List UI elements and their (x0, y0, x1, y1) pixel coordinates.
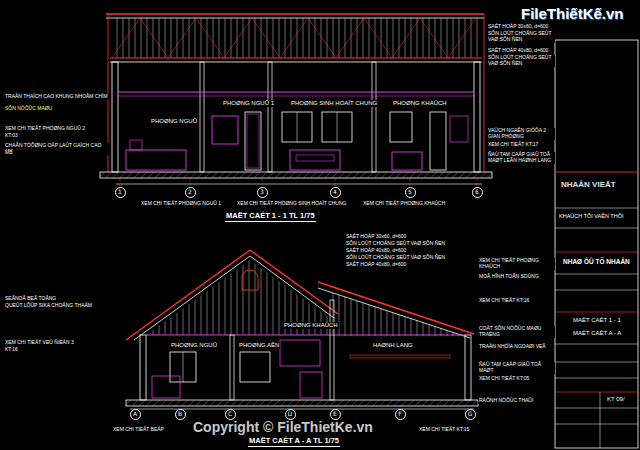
note-text: ÑAÙ TAM CAÁP GIAÛ TOÂ MAØT (478, 362, 555, 374)
title-block-text: MAËT CAÉT 1 - 1 (572, 317, 622, 324)
note-text: TRAÀN NHÖÏA NGOAØI VEÂ (478, 344, 547, 350)
title-block-text: KHAÙCH TÔI VAÊN THÔI (558, 213, 624, 219)
title-block-text: NHAØ ÔÛ TÖ NHAÂN (562, 258, 631, 265)
axis-bubble: 5 (405, 187, 416, 198)
axis-label: C (228, 411, 232, 417)
note-text: VAÙCH NGAÊN GIÖÕA 2 GIAN PHOØNG (487, 128, 555, 140)
axis-bubble: A (130, 409, 141, 420)
title-block-text: KT 09/ (606, 396, 626, 403)
note-text: SAÉT HOÄP 40x80, d=600 (487, 48, 549, 54)
room-label: PHOØNG NGUÛ (170, 342, 218, 349)
note-text: MB (4, 150, 14, 156)
axis-bubble: 6 (472, 187, 483, 198)
axis-bubble: B (175, 409, 186, 420)
axis-label: F (398, 411, 401, 417)
note-text: XEM CHI TIEÁT KT:17 (487, 142, 539, 148)
axis-label: 1 (118, 189, 122, 195)
note-text: SAÉT HOÄP 40x80, d=600 (345, 262, 407, 268)
note-text: XEM CHI TIEÁT PHOØNG NGUÛ 2 (4, 126, 86, 132)
axis-label: 6 (475, 189, 479, 195)
note-text: RAÕNH NÖÔÙC THAÛI (478, 398, 534, 404)
room-label: PHOØNG SINH HOAÏT CHUNG (290, 100, 378, 107)
note-text: SÔN LOÙT CHOÁNG SEÙT VAØ SÔN ÑEN (487, 55, 555, 67)
axis-label: D (288, 411, 293, 417)
axis-bubble: G (465, 409, 476, 420)
section-a-a (126, 250, 478, 409)
note-text: XEM CHI TIEÁT PHOØNG KHAÙCH (478, 258, 555, 270)
note-text: SÔN LOÙT CHOÁNG SEÙT VAØ SÔN ÑEN (487, 31, 555, 43)
note-text: SEÂNOÂ BEÂ TOÂNG (4, 296, 57, 302)
axis-bubble: E (330, 409, 341, 420)
axis-label: 4 (333, 189, 337, 195)
title-block (555, 40, 638, 448)
note-text: SAÉT HOÄP 30x60, d=600 (487, 24, 549, 30)
title-block-text: NHAÂN VIEÄT (560, 180, 617, 189)
axis-bubble: F (395, 409, 406, 420)
logo-text: FileThiếtKế.vn (520, 5, 625, 22)
note-text: KT:03 (4, 133, 19, 139)
room-label: PHOØNG NGUÛ 1 (222, 100, 275, 107)
axis-bubble: 3 (257, 187, 268, 198)
room-label: PHOØNG KHAÙCH (283, 322, 339, 329)
note-text: XEM CHI TIEÁT VEÙ ÑIEÄN 3 (4, 340, 75, 346)
axis-label: 3 (260, 189, 264, 195)
axis-label: G (468, 411, 473, 417)
room-label: PHOØNG KHAÙCH (392, 100, 448, 107)
axis-label: 5 (408, 189, 412, 195)
room-label: HAØNH LANG (372, 342, 414, 349)
note-text: ÑAÙ TAM CAÁP GIAÛ TOÂ MAØT LEÂN HAØNH LA… (487, 152, 555, 164)
note-text: XEM CHI TIEÁT KT:15 (418, 427, 470, 433)
note-text: COÄT SÔN NÖÔÙC MAØU TRAÉNG (478, 326, 555, 338)
note-text: TRAÀN THAÏCH CAO KHUNG NHOÂM CHÌM (4, 94, 109, 100)
note-text: XEM CHI TIEÁT BEÁP (112, 427, 165, 433)
note-text: SÔN LOÙT CHOÁNG SEÙT VAØ SÔN ÑEN (345, 241, 446, 247)
note-text: SAÉT HOÄP 40x80, d=600 (345, 248, 407, 254)
note-text: SÔN LOÙT CHOÁNG SEÙT VAØ SÔN ÑEN (345, 255, 446, 261)
watermark: Copyright © FileThietKe.vn (192, 419, 374, 435)
note-text: KT:16 (4, 347, 19, 353)
axis-bubble: 4 (330, 187, 341, 198)
axis-bubble: 1 (115, 187, 126, 198)
note-text: XEM CHI TIEÁT PHOØNG SINH HOAÏT CHUNG (236, 201, 347, 207)
section-title: MAËT CAÉT A - A TL 1/75 (248, 437, 340, 447)
note-text: XEM CHI TIEÁT PHOØNG NGUÛ 1 (140, 201, 222, 207)
note-text: MOÂ HÌNH TOÂN SOÙNG (478, 274, 540, 280)
note-text: XEM CHI TIEÁT PHOØNG KHAÙCH (362, 201, 446, 207)
note-text: XEM CHI TIEÁT KT:05 (478, 376, 530, 382)
axis-label: 2 (188, 189, 192, 195)
section-1-1 (100, 14, 492, 187)
note-text: SAÉT HOÄP 30x60, d=600 (345, 234, 407, 240)
axis-bubble: C (225, 409, 236, 420)
title-block-text: MAËT CAÉT A - A (572, 330, 622, 337)
axis-label: A (133, 411, 137, 417)
note-text: QUEÙT LÔÙP SIKA CHOÁNG THAÁM (4, 303, 93, 309)
axis-label: B (178, 411, 182, 417)
note-text: CHAÂN TÖÔØNG OÁP LAÙT GAÏCH CAO 150 (4, 143, 111, 155)
section-title: MAËT CAÉT 1 - 1 TL 1/75 (225, 212, 316, 222)
note-text: XEM CHI TIEÁT KT:16 (478, 298, 530, 304)
axis-label: E (333, 411, 337, 417)
room-label: PHOØNG AÊN (238, 342, 280, 349)
axis-bubble: 2 (185, 187, 196, 198)
note-text: SÔN NÖÔÙC MAØU (4, 106, 53, 112)
room-label: PHOØNG NGUÛ (150, 118, 198, 125)
axis-bubble: D (285, 409, 296, 420)
